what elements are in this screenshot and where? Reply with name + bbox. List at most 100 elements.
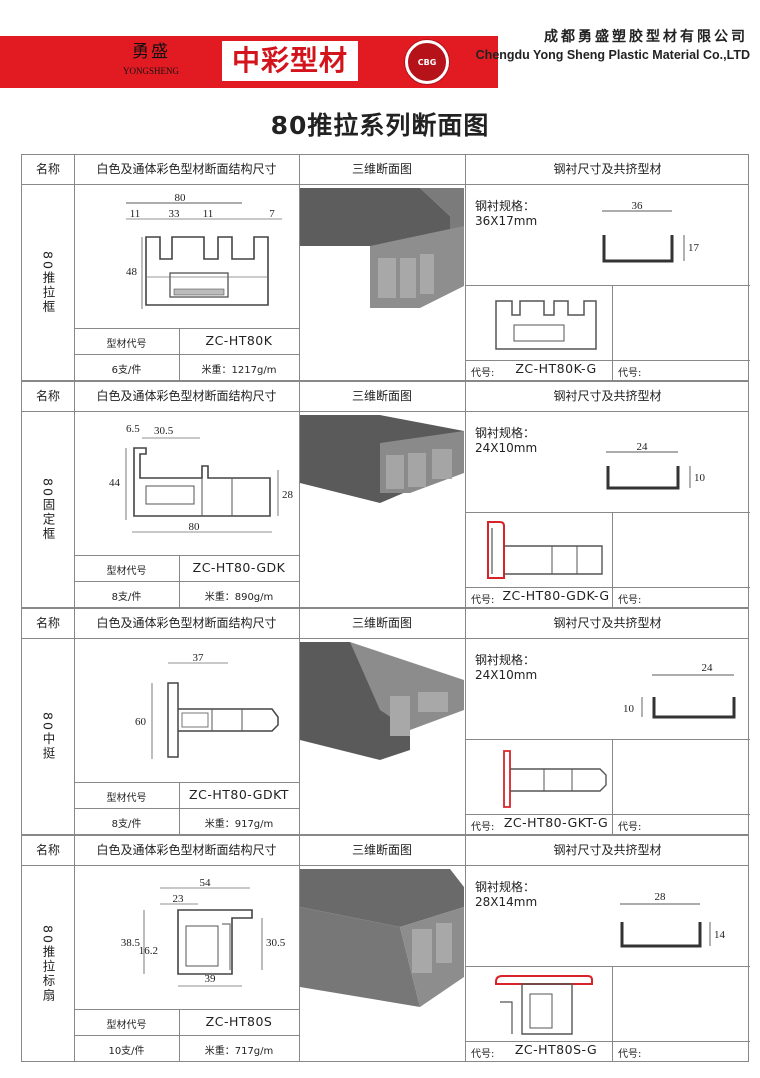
coex-code-label-2: 代号: bbox=[618, 1049, 642, 1060]
svg-text:28: 28 bbox=[282, 489, 294, 501]
col-3d-header: 三维断面图 bbox=[351, 162, 412, 176]
section-name: 80固定框 bbox=[40, 477, 56, 542]
company-name-cn: 成都勇盛塑胶型材有限公司 bbox=[544, 29, 748, 45]
model-code-value: ZC-HT80-GDKT bbox=[189, 787, 289, 802]
coextrusion-profile-drawing bbox=[487, 521, 603, 579]
svg-text:17: 17 bbox=[688, 242, 700, 254]
product-logo: 中彩型材 bbox=[222, 41, 359, 81]
coextrusion-profile-drawing bbox=[503, 750, 607, 808]
steel-lining-drawing: 24 10 bbox=[606, 441, 706, 490]
svg-text:6.5: 6.5 bbox=[126, 423, 140, 435]
section-name: 80推拉标扇 bbox=[40, 924, 56, 1003]
coex-code-label: 代号: bbox=[471, 368, 495, 379]
svg-text:33: 33 bbox=[169, 208, 181, 220]
col-name-header: 名称 bbox=[35, 616, 60, 630]
model-code-label: 型材代号 bbox=[106, 339, 147, 350]
svg-text:38.5: 38.5 bbox=[121, 937, 141, 949]
cross-section-drawing: 54 23 38.5 16.2 30.5 39 bbox=[121, 877, 286, 987]
profile-3d-render bbox=[300, 415, 464, 503]
coex-code-label: 代号: bbox=[471, 1049, 495, 1060]
svg-text:11: 11 bbox=[130, 208, 141, 220]
steel-lining-drawing: 36 17 bbox=[602, 200, 700, 263]
pack-quantity: 10支/件 bbox=[108, 1046, 145, 1057]
svg-text:54: 54 bbox=[200, 877, 212, 889]
model-code-label: 型材代号 bbox=[106, 566, 147, 577]
svg-text:60: 60 bbox=[135, 716, 147, 728]
steel-spec-value: 24X10mm bbox=[475, 441, 538, 455]
svg-text:80: 80 bbox=[189, 521, 201, 533]
steel-spec-label: 钢衬规格： bbox=[475, 880, 536, 894]
cross-section-drawing: 80 11 33 11 7 48 bbox=[126, 192, 282, 309]
col-steel-header: 钢衬尺寸及共挤型材 bbox=[553, 389, 662, 403]
coex-code-label-2: 代号: bbox=[618, 368, 642, 379]
col-3d-header: 三维断面图 bbox=[351, 389, 412, 403]
coex-code-value: ZC-HT80S-G bbox=[514, 1042, 598, 1057]
profile-3d-render bbox=[300, 642, 464, 760]
pack-quantity: 8支/件 bbox=[111, 592, 142, 603]
section-header: 名称 白色及通体彩色型材断面结构尺寸 三维断面图 钢衬尺寸及共挤型材 bbox=[22, 382, 748, 412]
steel-spec-value: 36X17mm bbox=[475, 214, 538, 228]
brand-name-en: YONGSHENG bbox=[123, 66, 179, 76]
col-steel-header: 钢衬尺寸及共挤型材 bbox=[553, 162, 662, 176]
svg-text:36: 36 bbox=[632, 200, 644, 212]
company-name-en: Chengdu Yong Sheng Plastic Material Co.,… bbox=[475, 48, 750, 62]
steel-spec: 钢衬规格： 24X10mm bbox=[475, 426, 537, 456]
svg-text:23: 23 bbox=[173, 893, 185, 905]
meter-weight: 米重：717g/m bbox=[204, 1046, 274, 1057]
svg-text:30.5: 30.5 bbox=[154, 425, 174, 437]
svg-text:80: 80 bbox=[175, 192, 187, 204]
steel-spec-label: 钢衬规格： bbox=[475, 426, 536, 440]
coex-code-value: ZC-HT80-GDK-G bbox=[502, 588, 610, 603]
col-structure-header: 白色及通体彩色型材断面结构尺寸 bbox=[96, 843, 277, 857]
svg-text:10: 10 bbox=[623, 703, 635, 715]
steel-spec-value: 24X10mm bbox=[475, 668, 538, 682]
coex-code-label-2: 代号: bbox=[618, 822, 642, 833]
steel-lining-drawing: 24 10 bbox=[623, 662, 736, 719]
col-steel-header: 钢衬尺寸及共挤型材 bbox=[553, 843, 662, 857]
brand-name-cn: 勇盛 bbox=[132, 42, 170, 62]
section-header: 名称 白色及通体彩色型材断面结构尺寸 三维断面图 钢衬尺寸及共挤型材 bbox=[22, 155, 748, 185]
meter-weight: 米重：1217g/m bbox=[201, 365, 277, 376]
svg-text:16.2: 16.2 bbox=[139, 945, 158, 957]
svg-text:7: 7 bbox=[269, 208, 275, 220]
col-structure-header: 白色及通体彩色型材断面结构尺寸 bbox=[96, 162, 277, 176]
coex-code-value: ZC-HT80K-G bbox=[515, 361, 597, 376]
steel-spec-label: 钢衬规格： bbox=[475, 653, 536, 667]
pack-quantity: 8支/件 bbox=[111, 819, 142, 830]
section-sliding-sash: 名称 白色及通体彩色型材断面结构尺寸 三维断面图 钢衬尺寸及共挤型材 80推拉标… bbox=[21, 835, 750, 1062]
header-banner: 勇盛 YONGSHENG 中彩型材 CBG bbox=[0, 36, 498, 88]
model-code-label: 型材代号 bbox=[106, 793, 147, 804]
svg-text:24: 24 bbox=[637, 441, 649, 453]
svg-text:28: 28 bbox=[655, 891, 667, 903]
model-code-value: ZC-HT80S bbox=[205, 1014, 273, 1029]
coex-code-label: 代号: bbox=[471, 822, 495, 833]
svg-text:11: 11 bbox=[203, 208, 214, 220]
coex-code-label: 代号: bbox=[471, 595, 495, 606]
cross-section-drawing: 37 60 bbox=[135, 652, 279, 759]
section-push-pull-frame: 名称 白色及通体彩色型材断面结构尺寸 三维断面图 钢衬尺寸及共挤型材 80推拉框… bbox=[21, 154, 750, 381]
brand-logo: 勇盛 YONGSHENG bbox=[110, 39, 192, 85]
col-3d-header: 三维断面图 bbox=[351, 616, 412, 630]
cross-section-drawing: 6.5 30.5 44 28 80 bbox=[109, 423, 294, 533]
svg-text:48: 48 bbox=[126, 266, 138, 278]
coextrusion-profile-drawing bbox=[495, 975, 593, 1035]
section-header: 名称 白色及通体彩色型材断面结构尺寸 三维断面图 钢衬尺寸及共挤型材 bbox=[22, 836, 748, 866]
meter-weight: 米重：890g/m bbox=[204, 592, 274, 603]
profile-3d-render bbox=[300, 188, 464, 308]
svg-text:37: 37 bbox=[193, 652, 205, 664]
col-name-header: 名称 bbox=[35, 843, 60, 857]
col-name-header: 名称 bbox=[35, 389, 60, 403]
steel-spec-label: 钢衬规格： bbox=[475, 199, 536, 213]
col-3d-header: 三维断面图 bbox=[351, 843, 412, 857]
model-code-label: 型材代号 bbox=[106, 1020, 147, 1031]
svg-text:10: 10 bbox=[694, 472, 706, 484]
svg-text:44: 44 bbox=[109, 477, 121, 489]
steel-spec: 钢衬规格： 28X14mm bbox=[475, 880, 537, 910]
svg-text:39: 39 bbox=[205, 973, 217, 985]
col-name-header: 名称 bbox=[35, 162, 60, 176]
col-structure-header: 白色及通体彩色型材断面结构尺寸 bbox=[96, 389, 277, 403]
section-name: 80推拉框 bbox=[40, 250, 56, 315]
page-title: 80推拉系列断面图 bbox=[270, 111, 490, 140]
svg-text:24: 24 bbox=[702, 662, 714, 674]
company-seal-icon: CBG bbox=[405, 40, 449, 84]
